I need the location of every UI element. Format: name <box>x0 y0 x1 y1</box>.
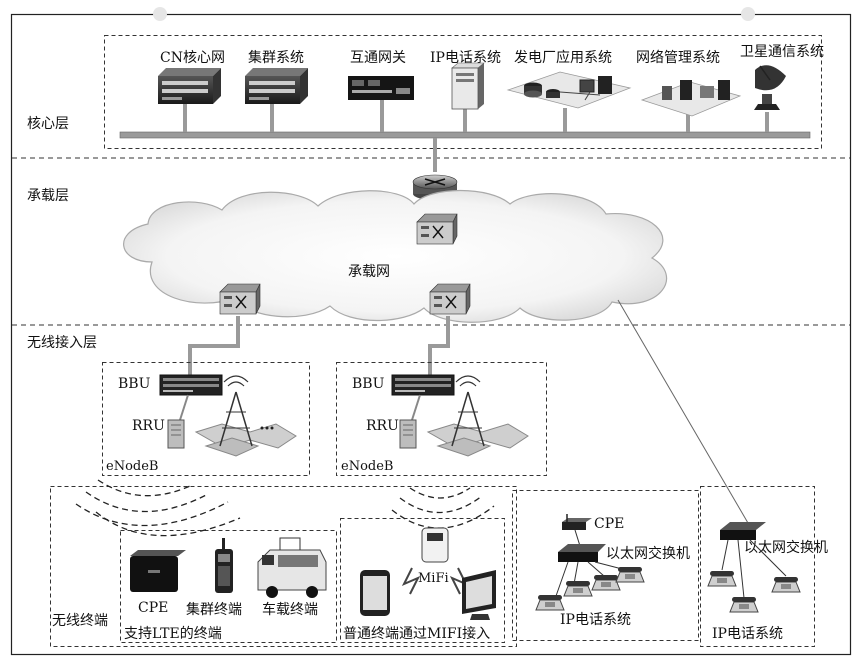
enodeb-label-2: eNodeB <box>341 459 393 474</box>
layer-label-wireless-terminal: 无线终端 <box>52 613 108 629</box>
mifi-device-icon <box>401 527 469 595</box>
bearer-switch-icon-top <box>416 213 458 245</box>
bearer-to-ethernet-link <box>617 299 749 524</box>
corner-decoration <box>153 7 755 21</box>
vehicle-terminal-label: 车载终端 <box>262 601 318 618</box>
network-management-icon <box>640 80 742 117</box>
bbu-label-2: BBU <box>352 376 385 392</box>
layer-label-bearer: 承载层 <box>27 188 69 204</box>
core-label-gateway: 互通网关 <box>350 50 406 66</box>
ip-phone-icon-1d <box>615 566 645 583</box>
cluster-handset-icon <box>215 538 233 593</box>
mifi-caption: 普通终端通过MIFI接入 <box>343 625 490 642</box>
rru-label-2: RRU <box>366 418 399 434</box>
monitor-icon <box>462 570 496 620</box>
core-layer-box <box>104 35 822 149</box>
core-label-cn: CN核心网 <box>160 50 225 66</box>
ip-phone-icon-1b <box>563 580 593 597</box>
cell-tower-icon-1 <box>194 375 297 457</box>
ip-phone-server-icon <box>451 62 485 110</box>
cell-tower-icon-2 <box>426 375 529 457</box>
bbu-unit-icon-1 <box>159 374 223 396</box>
lte-terminal-box <box>120 530 337 643</box>
bbu-unit-icon-2 <box>391 374 455 396</box>
core-label-nms: 网络管理系统 <box>636 50 720 66</box>
layer-label-core: 核心层 <box>27 116 69 132</box>
lte-terminal-caption: 支持LTE的终端 <box>124 626 222 642</box>
enodeb-box-1 <box>102 362 310 476</box>
core-bus <box>119 131 811 139</box>
cpe-label-group1: CPE <box>594 516 624 532</box>
vehicle-terminal-icon <box>257 537 327 598</box>
enodeb-label-1: eNodeB <box>106 459 158 474</box>
wireless-terminal-box <box>50 486 517 647</box>
switch2-phone-links <box>721 539 787 599</box>
core-drop-lines <box>183 100 769 132</box>
mifi-box <box>340 518 505 643</box>
core-system-labels: CN核心网 集群系统 互通网关 IP电话系统 发电厂应用系统 网络管理系统 卫星… <box>160 44 824 66</box>
power-plant-app-icon <box>506 71 632 109</box>
bearer-network-label: 承载网 <box>348 264 390 280</box>
bearer-switch-icon-right <box>429 283 471 315</box>
ethernet-switch-label-2: 以太网交换机 <box>744 539 828 556</box>
core-label-cluster: 集群系统 <box>248 49 304 66</box>
bbu-label-1: BBU <box>118 376 151 392</box>
rru-label-1: RRU <box>132 418 165 434</box>
core-label-power-app: 发电厂应用系统 <box>514 49 612 66</box>
ip-phone-icon-2c <box>771 576 801 593</box>
ethernet-group-box-2 <box>700 486 815 647</box>
cpe-to-switch-link <box>574 529 581 547</box>
bearer-network-cloud <box>123 190 668 323</box>
smartphone-icon <box>360 570 390 616</box>
satellite-dish-icon <box>754 65 786 110</box>
ip-phone-system-label-1: IP电话系统 <box>560 612 631 628</box>
outer-frame <box>10 13 852 656</box>
ethernet-group-box <box>512 490 699 641</box>
cn-core-server-icon <box>158 68 221 104</box>
ip-phone-system-label-2: IP电话系统 <box>712 626 783 642</box>
cluster-server-icon <box>245 68 308 104</box>
core-label-ip-phone: IP电话系统 <box>430 50 501 66</box>
bbu-rru-link-2 <box>411 394 421 421</box>
ethernet-switch-label-1: 以太网交换机 <box>606 545 690 562</box>
rru-unit-icon-1 <box>167 419 185 449</box>
bearer-switch-icon-left <box>219 283 261 315</box>
ethernet-switch-icon-2 <box>720 522 766 540</box>
core-label-satellite: 卫星通信系统 <box>740 44 824 60</box>
ip-phone-icon-2a <box>707 570 737 587</box>
cpe-router-icon-group1 <box>562 514 592 530</box>
cluster-terminal-label: 集群终端 <box>186 601 242 618</box>
cpe-device-icon <box>130 550 186 592</box>
ip-phone-icon-2b <box>729 596 759 613</box>
gateway-device-icon <box>348 76 414 100</box>
mifi-label: MiFi <box>418 571 449 586</box>
cpe-label: CPE <box>138 600 168 616</box>
ethernet-switch-icon-1 <box>558 544 606 562</box>
radio-wave-arcs <box>75 479 495 537</box>
rru-unit-icon-2 <box>399 419 417 449</box>
bbu-rru-link-1 <box>179 394 189 421</box>
enodeb-box-2 <box>336 362 547 476</box>
ip-phone-icon-1a <box>535 594 565 611</box>
layer-label-wireless-access: 无线接入层 <box>27 334 97 351</box>
